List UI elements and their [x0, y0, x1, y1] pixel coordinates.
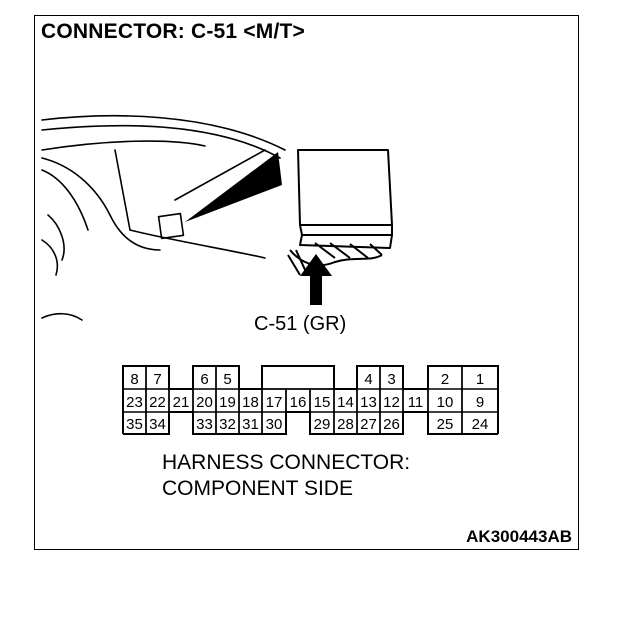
pin-label: 33 [196, 416, 213, 433]
pin-label: 13 [360, 394, 377, 411]
pin-label: 27 [360, 416, 377, 433]
pin-label: 26 [383, 416, 400, 433]
pin-label: 25 [437, 416, 454, 433]
connector-color-label: C-51 (GR) [254, 313, 347, 335]
harness-caption-line1: HARNESS CONNECTOR: [162, 451, 411, 474]
pin-label: 23 [126, 394, 143, 411]
pin-label: 3 [387, 371, 395, 388]
pin-label: 5 [223, 371, 231, 388]
connector-key [261, 365, 335, 390]
pin-label: 9 [476, 394, 484, 411]
pointer-wedge [185, 152, 282, 222]
pin-label: 35 [126, 416, 143, 433]
component-illustration [287, 149, 393, 276]
pin-label: 34 [149, 416, 166, 433]
pin-label: 6 [200, 371, 208, 388]
figure-code: AK300443AB [466, 527, 572, 546]
pin-label: 7 [153, 371, 161, 388]
pin-label: 1 [476, 371, 484, 388]
pin-label: 22 [149, 394, 166, 411]
pin-label: 14 [337, 394, 354, 411]
pin-label: 21 [173, 394, 190, 411]
pin-label: 16 [290, 394, 307, 411]
pin-label: 18 [242, 394, 259, 411]
arrow-icon [300, 254, 332, 305]
pin-label: 31 [242, 416, 259, 433]
dashboard-illustration [41, 114, 286, 321]
pin-label: 19 [219, 394, 236, 411]
pin-label: 29 [314, 416, 331, 433]
pin-label: 2 [441, 371, 449, 388]
pin-label: 28 [337, 416, 354, 433]
pin-label: 11 [408, 394, 424, 411]
pin-label: 8 [130, 371, 138, 388]
pin-label: 4 [364, 371, 372, 388]
figure-frame [34, 15, 579, 550]
pin-label: 24 [472, 416, 489, 433]
pin-label: 10 [437, 394, 454, 411]
pin-label: 30 [266, 416, 283, 433]
pin-label: 17 [266, 394, 283, 411]
pin-label: 12 [383, 394, 400, 411]
harness-caption: HARNESS CONNECTOR: COMPONENT SIDE [162, 450, 410, 502]
pin-label: 15 [314, 394, 331, 411]
pin-label: 20 [196, 394, 213, 411]
pin-label: 32 [219, 416, 236, 433]
connector-title: CONNECTOR: C-51 <M/T> [41, 20, 306, 43]
harness-caption-line2: COMPONENT SIDE [162, 477, 353, 500]
